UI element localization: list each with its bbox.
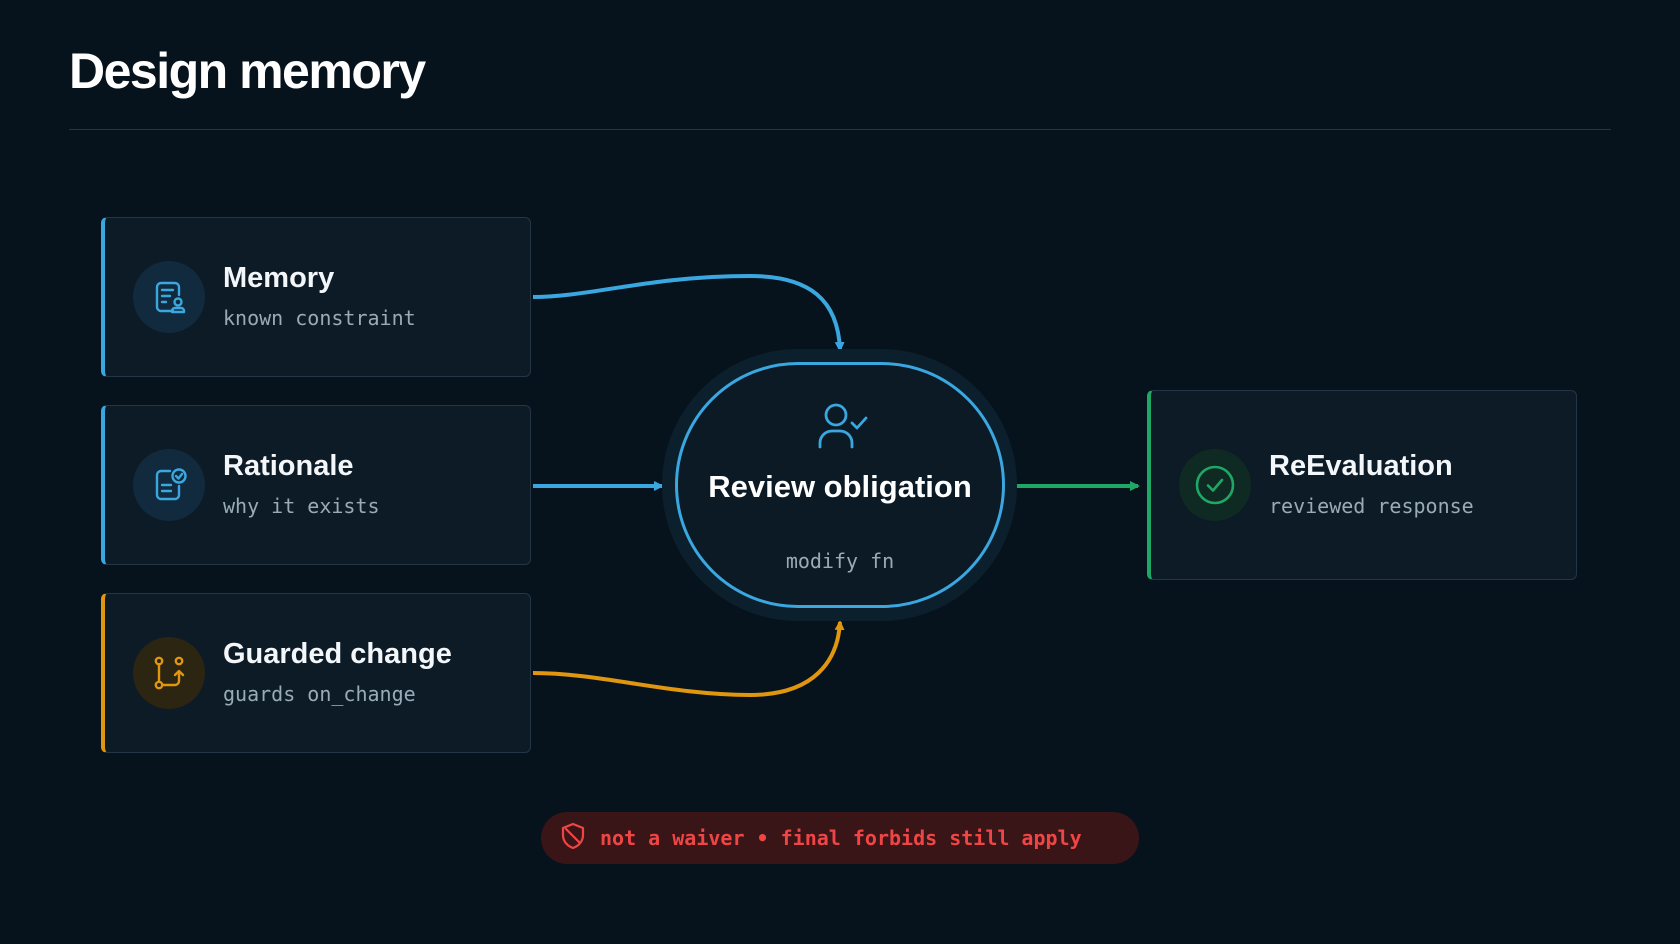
user-check-icon: [814, 401, 872, 456]
warning-badge: not a waiver • final forbids still apply: [541, 812, 1139, 864]
memory-node: Memory known constraint: [101, 217, 531, 377]
warning-text: not a waiver • final forbids still apply: [600, 826, 1082, 850]
rationale-node: Rationale why it exists: [101, 405, 531, 565]
rationale-subtitle: why it exists: [223, 494, 380, 518]
guarded-change-subtitle: guards on_change: [223, 682, 416, 706]
check-circle-icon: [1179, 449, 1251, 521]
guarded-change-title: Guarded change: [223, 638, 452, 670]
review-obligation-node: Review obligation modify fn: [675, 362, 1005, 608]
shield-off-icon: [560, 822, 586, 855]
document-user-icon: [133, 261, 205, 333]
document-check-icon: [133, 449, 205, 521]
review-obligation-subtitle: modify fn: [785, 549, 895, 573]
branch-icon: [133, 637, 205, 709]
rationale-title: Rationale: [223, 450, 354, 482]
reevaluation-node: ReEvaluation reviewed response: [1147, 390, 1577, 580]
reevaluation-subtitle: reviewed response: [1269, 494, 1474, 518]
guarded-change-node: Guarded change guards on_change: [101, 593, 531, 753]
review-obligation-title: Review obligation: [708, 469, 972, 504]
edge-guarded-change-to-review: [532, 620, 845, 698]
page-title: Design memory: [69, 43, 426, 99]
memory-title: Memory: [223, 262, 335, 294]
reevaluation-title: ReEvaluation: [1269, 450, 1453, 482]
edge-memory-to-review: [532, 273, 845, 352]
title-divider: [69, 129, 1611, 130]
memory-subtitle: known constraint: [223, 306, 416, 330]
